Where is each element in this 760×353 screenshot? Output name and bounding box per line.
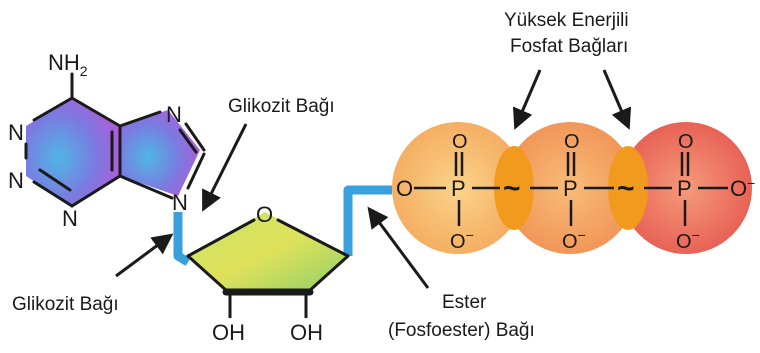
phosphate-2-bottom-oxygen: O− (562, 227, 586, 253)
adenine-n-bottom: N (62, 206, 78, 231)
ribose-sugar: O OH OH (186, 202, 350, 345)
ribose-oh-left: OH (212, 320, 245, 345)
ester-bond-highlight (343, 185, 392, 256)
label-high-energy-line1: Yüksek Enerjili (504, 10, 629, 31)
arrow-high-energy-1 (512, 69, 542, 130)
terminal-oxygen: O− (730, 175, 755, 201)
adenine-n7: N (166, 102, 182, 127)
ribose-oh-right: OH (290, 320, 323, 345)
phosphate-3-top-oxygen: O (678, 131, 694, 153)
phosphorus-1: P (451, 176, 466, 201)
annotations: Glikozit Bağı Glikozit Bağı Yüksek Enerj… (12, 10, 632, 341)
label-glycosidic-bottom: Glikozit Bağı (12, 294, 119, 315)
ribose-ring-fill (188, 212, 348, 292)
phosphate-1-top-oxygen: O (452, 131, 468, 153)
high-energy-tilde-1: ~ (503, 172, 521, 205)
phosphate-circle-2 (504, 122, 636, 254)
phosphorus-2: P (563, 176, 578, 201)
bond-highlights (173, 185, 392, 266)
phosphate-1-bottom-oxygen: O− (450, 227, 474, 253)
label-high-energy-line2: Fosfat Bağları (510, 36, 628, 57)
phosphate-atoms: O P P P O O O O− O− O− O− ~ ~ (396, 131, 755, 253)
arrow-glycosidic-bottom (115, 233, 174, 278)
ribose-ring-oxygen: O (256, 202, 273, 227)
glycosidic-bond-highlight (173, 212, 191, 266)
phosphate-circle-3 (620, 122, 752, 254)
high-energy-bond-region-2 (608, 146, 648, 230)
phosphate-circle-1 (392, 122, 524, 254)
high-energy-bond-region-1 (494, 146, 534, 230)
label-glycosidic-top: Glikozit Bağı (228, 96, 335, 117)
adenine-n3: N (8, 168, 24, 193)
adenine-six-ring-fill (26, 98, 120, 206)
phosphorus-3: P (677, 176, 692, 201)
adenine-n1: N (8, 120, 24, 145)
high-energy-tilde-2: ~ (617, 172, 635, 205)
label-ester-line1: Ester (442, 292, 487, 313)
phosphate-2-top-oxygen: O (564, 131, 580, 153)
adenine-n9: N (172, 190, 188, 215)
label-ester-line2: (Fosfoester) Bağı (388, 320, 535, 341)
adenine-base: NH2 N N N N N (8, 50, 206, 231)
arrow-high-energy-2 (602, 69, 632, 130)
linking-oxygen: O (396, 176, 413, 201)
phosphate-group (392, 122, 752, 254)
amine-label: NH2 (48, 50, 88, 79)
arrow-ester (367, 206, 430, 289)
arrow-glycosidic-top (202, 123, 248, 212)
phosphate-3-bottom-oxygen: O− (676, 227, 700, 253)
